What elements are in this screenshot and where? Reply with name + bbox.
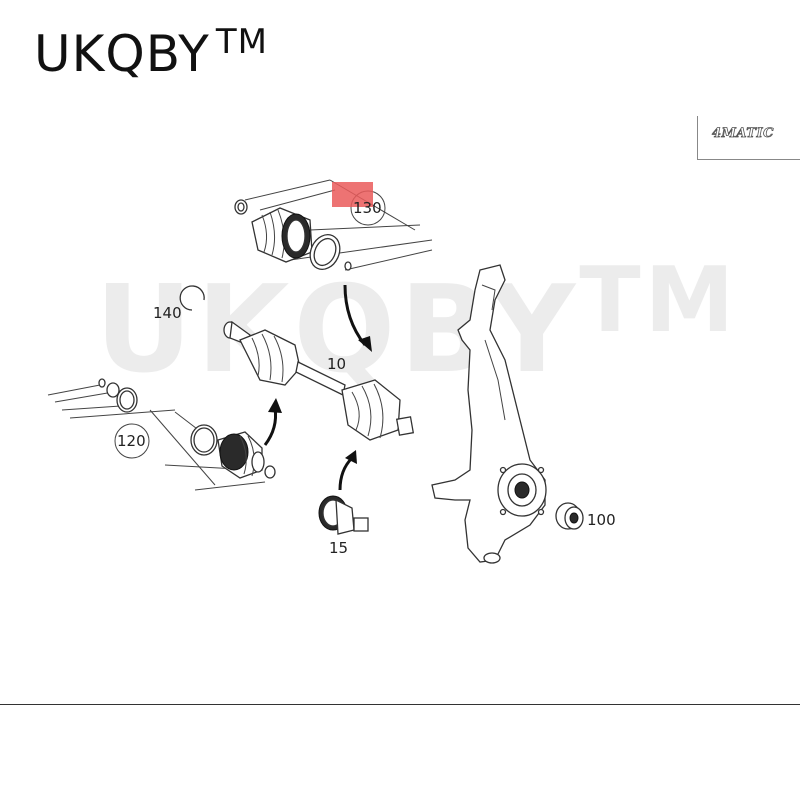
ring-inner-120	[119, 390, 135, 410]
clip-inner	[237, 202, 245, 212]
arrow-head-icon	[345, 450, 357, 464]
arrow-down-icon	[343, 284, 367, 346]
cv-joint-part-15	[318, 495, 369, 535]
callout-label-10: 10	[327, 355, 347, 373]
clip-part	[264, 465, 276, 479]
brand-trademark: TM	[215, 22, 268, 62]
callout-circle-120	[114, 423, 150, 459]
boot-part-120	[217, 431, 265, 479]
arrow-head-icon	[268, 398, 282, 413]
boot-part-130	[251, 207, 313, 263]
model-badge: 4MATIC	[697, 116, 800, 160]
arrow-up-icon	[338, 456, 354, 491]
callout-label-140: 140	[153, 304, 182, 322]
ring-inner-left	[193, 427, 215, 453]
highlight-marker	[332, 182, 373, 207]
callout-label-15: 15	[329, 539, 349, 557]
model-badge-text: 4MATIC	[712, 126, 774, 142]
callout-label-130: 130	[353, 199, 382, 217]
clip-part-small	[344, 261, 352, 271]
divider-line	[0, 704, 800, 705]
clip-part-small	[98, 378, 106, 388]
drive-shaft-part-10	[223, 320, 415, 441]
callout-label-120: 120	[117, 432, 146, 450]
clip-part	[106, 382, 120, 398]
ring-inner-130	[313, 237, 337, 267]
hub-nut-part-100	[555, 502, 584, 530]
callout-label-100: 100	[587, 511, 616, 529]
arrow-up-icon	[263, 407, 277, 446]
brand-name: UKQBY	[34, 25, 210, 83]
arrow-head-icon	[358, 336, 372, 352]
steering-knuckle-part	[431, 264, 547, 564]
snap-ring-part-140	[179, 285, 205, 311]
